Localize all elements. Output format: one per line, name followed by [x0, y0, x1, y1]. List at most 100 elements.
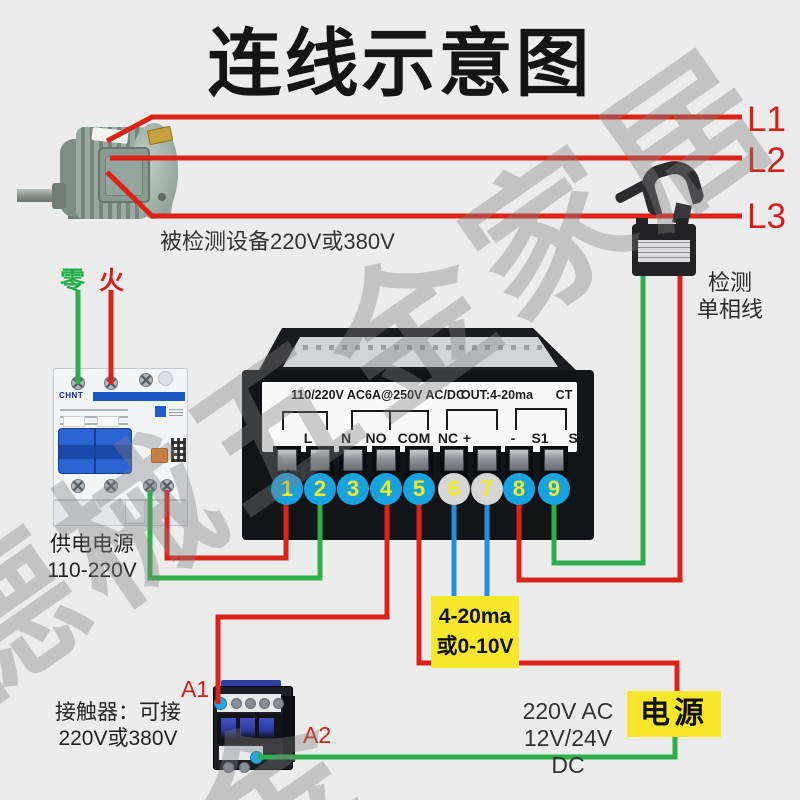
ct-note: 检测 单相线	[692, 269, 768, 323]
terminal-circle-9: 9	[538, 473, 570, 505]
wire-l1	[105, 114, 742, 144]
contactor-clamp	[221, 718, 236, 738]
contactor-screw	[239, 762, 250, 773]
output-signal-box: 4-20ma 或0-10V	[431, 596, 519, 668]
terminal-label-no: NO	[365, 430, 387, 446]
breaker-markings-small	[169, 408, 183, 416]
contactor	[207, 680, 302, 775]
terminal-label-plus: +	[462, 430, 472, 446]
terminal-circle-1: 1	[271, 473, 303, 505]
contactor-screw	[231, 698, 242, 709]
terminal-label-s2: S2	[568, 430, 586, 446]
meter-device: 110/220V AC 6A@250V AC/DC OUT:4-20ma CT …	[238, 325, 594, 541]
breaker-window	[97, 416, 119, 427]
terminal-number: 5	[412, 476, 426, 501]
terminal-screw	[277, 449, 297, 471]
terminal-circle-7: 7	[471, 473, 503, 505]
breaker-din-rail	[53, 500, 188, 526]
live-label: 火	[99, 267, 125, 295]
contactor-a1-terminal	[214, 697, 227, 710]
breaker-top-hole	[158, 371, 173, 386]
motor-terminal-box-cover	[105, 156, 143, 196]
contactor-screw	[259, 698, 270, 709]
power-spec-line2: 12V/24V DC	[523, 725, 613, 778]
breaker-window	[63, 416, 85, 427]
motor-bolt	[158, 193, 166, 201]
motor-image	[12, 113, 178, 221]
power-spec-note: 220V AC 12V/24V DC	[506, 698, 630, 779]
terminal-number: 8	[512, 476, 526, 501]
breaker-test-button	[151, 448, 168, 463]
contactor-a2-terminal	[250, 751, 263, 764]
terminal-screw	[310, 449, 330, 471]
terminal-number: 7	[480, 476, 494, 501]
supply-note: 供电电源 110-220V	[34, 532, 150, 584]
label-a1: A1	[181, 676, 210, 702]
contactor-screw	[245, 698, 256, 709]
supply-note-line1: 供电电源	[50, 533, 134, 556]
terminal-number: 6	[447, 476, 461, 501]
breaker-bottom-screw	[143, 479, 157, 493]
breaker-qr-code	[171, 438, 186, 462]
page-title: 连线示意图	[207, 22, 593, 105]
breaker-rail-tab	[125, 500, 145, 524]
terminal-number: 4	[379, 476, 393, 501]
label-a2: A2	[303, 722, 332, 748]
terminal-screw	[477, 449, 497, 471]
terminal-screw	[509, 449, 529, 471]
breaker-brand-logo: CHNT	[59, 391, 84, 400]
rating-supply: 110/220V AC	[291, 388, 365, 402]
breaker-bottom-screw	[104, 479, 118, 493]
terminal-number: 3	[346, 476, 360, 501]
contactor-screw	[223, 762, 234, 773]
label-l3: L3	[747, 197, 786, 236]
ct-label	[638, 240, 690, 262]
terminal-circle-2: 2	[304, 473, 336, 505]
ct-note-line2: 单相线	[696, 297, 763, 322]
meter-label-panel: 110/220V AC 6A@250V AC/DC OUT:4-20ma CT …	[262, 382, 586, 452]
motor-shaft-collar	[52, 183, 66, 209]
label-l2: L2	[747, 141, 786, 180]
ct-note-line1: 检测	[707, 270, 752, 295]
contactor-note: 接触器：可接 220V或380V	[50, 700, 186, 752]
contactor-clamp	[259, 718, 274, 738]
terminal-number: 1	[280, 476, 294, 501]
terminal-label-s1: S1	[531, 430, 549, 446]
terminal-screw	[444, 449, 464, 471]
terminal-circle-6: 6	[438, 473, 470, 505]
breaker-top-screw	[139, 373, 153, 387]
breaker-top-screw	[104, 376, 118, 390]
rating-ct: CT	[555, 388, 573, 402]
output-signal-line1: 4-20ma	[438, 605, 512, 628]
terminal-number: 9	[547, 476, 561, 501]
terminal-label-com: COM	[397, 430, 431, 446]
terminal-label-minus: -	[510, 430, 516, 446]
contactor-screw	[273, 698, 284, 709]
rating-relay: 6A@250V AC/DC	[365, 388, 465, 402]
contactor-clamp	[240, 718, 255, 738]
breaker-top-screw	[71, 376, 85, 390]
monitored-device-note: 被检测设备220V或380V	[160, 229, 395, 254]
contactor-note-line2: 220V或380V	[58, 727, 178, 750]
breaker-bottom-screw	[160, 479, 174, 493]
contactor-rail-mount	[283, 696, 295, 762]
terminal-circle-3: 3	[337, 473, 369, 505]
supply-note-line2: 110-220V	[47, 559, 137, 582]
rating-output: OUT:4-20ma	[460, 388, 534, 402]
label-l1: L1	[747, 100, 786, 139]
breaker-bottom-screw	[71, 479, 85, 493]
neutral-label: 零	[60, 267, 86, 295]
terminal-screw	[376, 449, 396, 471]
contactor-note-line1: 接触器：可接	[55, 701, 181, 724]
output-signal-line2: 或0-10V	[436, 635, 514, 658]
power-source-box: 电源	[627, 691, 721, 737]
ct-clamp-jaw	[636, 154, 706, 218]
circuit-breaker: CHNT	[53, 368, 188, 528]
power-spec-line1: 220V AC	[522, 698, 614, 724]
current-transformer	[613, 154, 718, 278]
breaker-toggle-handle	[58, 428, 132, 474]
terminal-screw	[343, 449, 363, 471]
terminal-label-nc: NC	[437, 430, 459, 446]
terminal-screw	[409, 449, 429, 471]
